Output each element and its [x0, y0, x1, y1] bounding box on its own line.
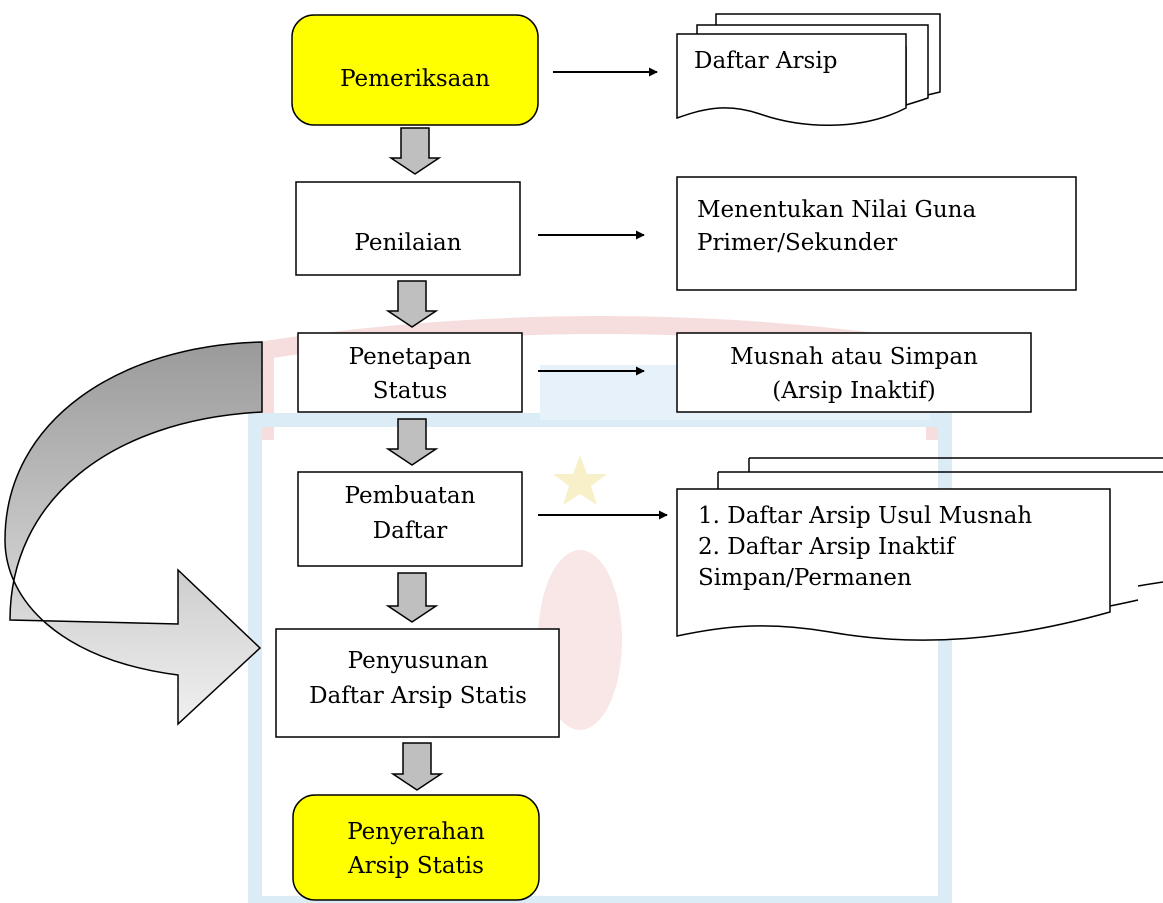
process-outputs: Daftar Arsip Menentukan Nilai Guna Prime… — [676, 13, 1163, 641]
step-pembuatan-daftar: Pembuatan Daftar — [297, 471, 523, 567]
document-back-shape — [748, 457, 1163, 587]
step-penilaian: Penilaian — [295, 181, 521, 276]
down-arrows — [385, 127, 444, 791]
watermark-text: MURUNG RAYA — [0, 0, 15, 9]
output-label: Daftar Arsip — [694, 48, 837, 74]
output-daftar-usul-musnah: 1. Daftar Arsip Usul Musnah 2. Daftar Ar… — [676, 457, 1163, 641]
curved-arrow-icon — [4, 341, 263, 726]
document-middle-shape — [717, 471, 1163, 607]
document-front-shape — [676, 488, 1111, 641]
output-label-line-3: Simpan/Permanen — [698, 565, 912, 591]
step-penetapan-status: Penetapan Status — [297, 332, 523, 413]
step-shape — [297, 471, 523, 567]
emblem-watermark: MURUNG RAYA — [0, 0, 952, 903]
down-arrow-icon — [385, 418, 439, 466]
output-daftar-arsip: Daftar Arsip — [676, 13, 941, 126]
step-shape — [292, 794, 540, 901]
document-front-shape — [676, 33, 907, 126]
step-label-line-1: Penyerahan — [347, 819, 485, 845]
output-label-line-1: Musnah atau Simpan — [730, 344, 978, 370]
step-label-line-2: Daftar Arsip Statis — [309, 683, 527, 709]
step-pemeriksaan: Pemeriksaan — [291, 14, 539, 126]
down-arrow-icon — [388, 127, 442, 175]
connectors — [538, 67, 668, 520]
step-penyerahan-arsip-statis: Penyerahan Arsip Statis — [292, 794, 540, 901]
output-label-line-2: 2. Daftar Arsip Inaktif — [698, 534, 956, 560]
watermark-star-icon — [553, 455, 607, 505]
output-musnah-atau-simpan: Musnah atau Simpan (Arsip Inaktif) — [676, 332, 1032, 413]
step-label-line-1: Penetapan — [349, 344, 472, 370]
output-shape — [676, 176, 1077, 291]
step-label-line-2: Arsip Statis — [347, 853, 484, 879]
step-shape — [297, 332, 523, 413]
output-label-line-2: Primer/Sekunder — [697, 230, 897, 256]
output-label-line-2: (Arsip Inaktif) — [772, 378, 935, 404]
process-steps: Pemeriksaan Penilaian Penetapan Status P… — [275, 14, 560, 901]
down-arrow-icon — [385, 280, 439, 328]
output-label-line-1: Menentukan Nilai Guna — [697, 197, 976, 223]
down-arrow-icon — [390, 742, 444, 791]
step-penyusunan-daftar-arsip-statis: Penyusunan Daftar Arsip Statis — [275, 628, 560, 738]
down-arrow-icon — [385, 572, 439, 623]
step-label-line-2: Status — [373, 378, 448, 404]
step-shape — [291, 14, 539, 126]
output-label-line-1: 1. Daftar Arsip Usul Musnah — [698, 503, 1032, 529]
step-shape — [275, 628, 560, 738]
step-label-line-1: Pembuatan — [345, 483, 476, 509]
step-label-line-1: Penyusunan — [348, 648, 489, 674]
step-shape — [295, 181, 521, 276]
step-label-line-2: Daftar — [373, 518, 448, 544]
step-label: Pemeriksaan — [340, 66, 490, 92]
output-menentukan-nilai-guna: Menentukan Nilai Guna Primer/Sekunder — [676, 176, 1077, 291]
output-shape — [676, 332, 1032, 413]
step-label: Penilaian — [354, 230, 461, 256]
